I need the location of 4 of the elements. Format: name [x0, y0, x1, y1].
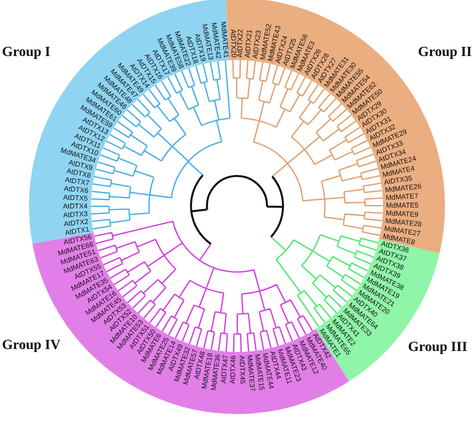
- group-label: Group II: [418, 45, 472, 61]
- group-label: Group IV: [2, 338, 60, 354]
- group-label: Group III: [408, 340, 468, 356]
- group-label: Group I: [2, 45, 50, 61]
